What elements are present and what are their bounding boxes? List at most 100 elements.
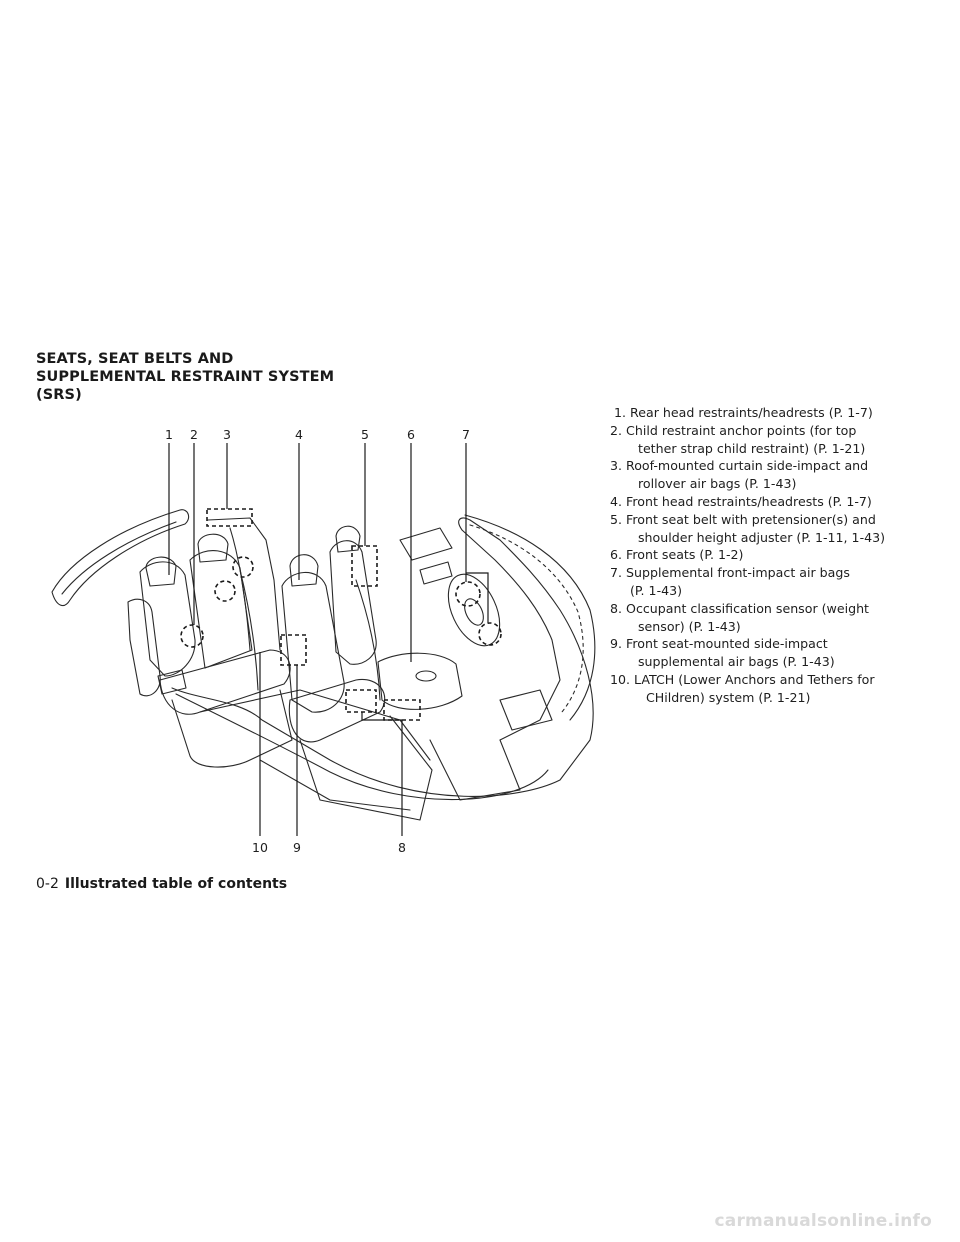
callout-number-8: 8 <box>398 840 406 855</box>
callout-number-3: 3 <box>223 427 231 442</box>
legend-item-label: Roof-mounted curtain side-impact and <box>626 458 869 474</box>
rear-seat-cushion <box>160 650 290 714</box>
callout-box-roof-airbag <box>206 508 253 527</box>
legend-item-label: Child restraint anchor points (for top <box>626 422 857 438</box>
legend-item-number: 6. <box>610 547 623 563</box>
legend-item-continuation: CHildren) system (P. 1-21) <box>646 689 811 705</box>
front-seat-cushion <box>289 679 384 741</box>
section-title-line-1: SEATS, SEAT BELTS AND <box>36 351 234 367</box>
legend-item-number: 7. <box>610 565 623 581</box>
callout-circle-front-airbag-2 <box>478 622 502 646</box>
rear-body-sweep <box>52 510 189 606</box>
callout-number-5: 5 <box>361 427 369 442</box>
legend-item-label: Occupant classification sensor (weight <box>626 600 869 616</box>
rear-headrest-left <box>146 557 176 586</box>
rear-seat-back-middle <box>190 551 252 668</box>
floor-tunnel <box>430 740 520 800</box>
dash-rim-inner <box>470 525 583 712</box>
callout-number-9: 9 <box>293 840 301 855</box>
legend-item: 8. Occupant classification sensor (weigh… <box>610 600 910 636</box>
legend-item: 1. Rear head restraints/headrests (P. 1-… <box>610 404 910 422</box>
section-title: SEATS, SEAT BELTS AND SUPPLEMENTAL RESTR… <box>36 350 366 404</box>
seat-belt-2 <box>240 570 258 690</box>
rear-body-sweep-inner <box>62 522 176 594</box>
legend-item: 4. Front head restraints/headrests (P. 1… <box>610 493 910 511</box>
callout-number-10: 10 <box>252 840 268 855</box>
legend-item: 5. Front seat belt with pretensioner(s) … <box>610 511 910 547</box>
legend-item-continuation: supplemental air bags (P. 1-43) <box>638 654 835 670</box>
legend-item-text: 7. Supplemental front-impact air bags <box>610 564 910 582</box>
rear-seat-back-left <box>140 562 195 676</box>
legend-item-text: 8. Occupant classification sensor (weigh… <box>610 600 910 618</box>
section-title-line-3: (SRS) <box>36 387 82 403</box>
steering-wheel <box>438 566 510 653</box>
legend-item-text: 6. Front seats (P. 1-2) <box>610 546 910 564</box>
legend-item-continuation: (P. 1-43) <box>630 582 683 598</box>
rear-seat-cushion-base <box>172 690 292 767</box>
steering-wheel-hub <box>461 596 487 628</box>
legend-item-number: 1. <box>614 405 627 420</box>
rear-headrest-middle <box>198 534 228 562</box>
component-legend: 1. Rear head restraints/headrests (P. 1-… <box>610 404 910 707</box>
callout-number-1: 1 <box>165 427 173 442</box>
site-watermark: carmanualsonline.info <box>714 1211 932 1231</box>
legend-item-label: Front seat belt with pretensioner(s) and <box>626 511 876 527</box>
callout-number-2: 2 <box>190 427 198 442</box>
dash-rim <box>465 515 595 720</box>
legend-item-text: 4. Front head restraints/headrests (P. 1… <box>610 493 910 511</box>
legend-item-continuation: sensor) (P. 1-43) <box>638 618 741 634</box>
legend-item-label: LATCH (Lower Anchors and Tethers for <box>634 671 875 687</box>
callout-circle-front-airbag-1 <box>455 581 481 607</box>
legend-item-label: Front seats (P. 1-2) <box>626 547 744 563</box>
legend-item-text: 1. Rear head restraints/headrests (P. 1-… <box>610 404 910 422</box>
legend-item-continuation: shoulder height adjuster (P. 1-11, 1-43) <box>638 529 886 545</box>
front-headrest <box>290 555 318 586</box>
passenger-seat-back <box>330 541 376 665</box>
callout-box-occupant-sensor <box>345 689 377 713</box>
legend-item-text: 9. Front seat-mounted side-impact <box>610 635 910 653</box>
page-footer: 0-2 Illustrated table of contents <box>36 876 287 892</box>
legend-item-number: 5. <box>610 511 623 527</box>
legend-item: 10. LATCH (Lower Anchors and Tethers for… <box>610 671 910 707</box>
dash-vent <box>420 562 452 584</box>
callout-number-4: 4 <box>295 427 303 442</box>
legend-item-label: Front seat-mounted side-impact <box>626 636 828 652</box>
legend-item-number: 4. <box>610 493 623 509</box>
legend-item-label: Supplemental front-impact air bags <box>626 565 850 581</box>
legend-item: 2. Child restraint anchor points (for to… <box>610 422 910 458</box>
footer-section-title: Illustrated table of contents <box>64 876 288 892</box>
legend-item-number: 3. <box>610 458 623 474</box>
console-knob <box>416 671 436 681</box>
car-floor-inner <box>176 694 548 800</box>
roof-pillar-2 <box>230 528 250 650</box>
legend-item-text: 2. Child restraint anchor points (for to… <box>610 422 910 440</box>
passenger-headrest <box>336 526 360 552</box>
callout-box-side-airbag <box>280 634 307 666</box>
legend-item-number: 10. <box>610 671 631 687</box>
legend-item-number: 8. <box>610 600 623 616</box>
callout-box-pretensioner <box>351 545 378 587</box>
section-title-line-2: SUPPLEMENTAL RESTRAINT SYSTEM <box>36 369 335 385</box>
callout-circle-rear-anchor-1 <box>180 624 204 648</box>
page-number: 0-2 <box>36 876 59 892</box>
floor-line <box>200 690 430 760</box>
legend-item-text: 3. Roof-mounted curtain side-impact and <box>610 457 910 475</box>
callout-number-7: 7 <box>462 427 470 442</box>
dash-panel <box>400 528 452 560</box>
floor-line-2 <box>260 760 410 810</box>
legend-item-number: 2. <box>610 422 623 438</box>
callout-number-6: 6 <box>407 427 415 442</box>
leader-8-branch <box>361 712 402 721</box>
legend-item: 6. Front seats (P. 1-2) <box>610 546 910 564</box>
leader-7-branch <box>466 572 489 623</box>
rear-seatbelt-buckle <box>158 670 186 694</box>
legend-item-continuation: tether strap child restraint) (P. 1-21) <box>638 440 866 456</box>
legend-item-text: 10. LATCH (Lower Anchors and Tethers for <box>610 671 910 689</box>
legend-item-label: Front head restraints/headrests (P. 1-7) <box>626 493 872 509</box>
callout-circle-rear-anchor-3 <box>232 556 254 578</box>
legend-item-text: 5. Front seat belt with pretensioner(s) … <box>610 511 910 529</box>
roof-pillar <box>208 518 280 650</box>
